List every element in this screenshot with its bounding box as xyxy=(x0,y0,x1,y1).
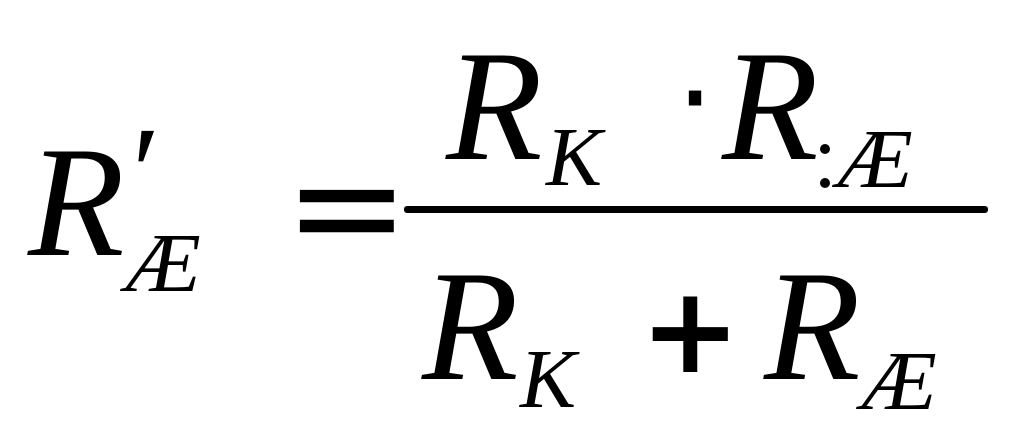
numerator-subscript-k: K xyxy=(546,111,603,204)
numerator-colon-dot-top xyxy=(820,144,830,154)
multiply-dot: · xyxy=(676,30,715,169)
lhs-r: R xyxy=(28,115,125,290)
denominator-subscript-k: K xyxy=(520,333,577,426)
equals-sign: = xyxy=(284,120,410,294)
denominator-r-k: R xyxy=(422,239,519,414)
numerator-r-k: R xyxy=(446,19,543,194)
lhs-subscript: Æ xyxy=(126,217,201,310)
numerator-r-ae: R xyxy=(722,19,819,194)
lhs-prime: ′ xyxy=(132,101,161,245)
numerator-colon-dot-bottom xyxy=(820,178,830,188)
denominator-r-ae: R xyxy=(764,239,861,414)
numerator-subscript-ae: Æ xyxy=(838,113,913,206)
denominator-subscript-ae: Æ xyxy=(862,335,937,428)
plus-sign: + xyxy=(640,262,741,401)
fraction-bar xyxy=(404,206,988,213)
